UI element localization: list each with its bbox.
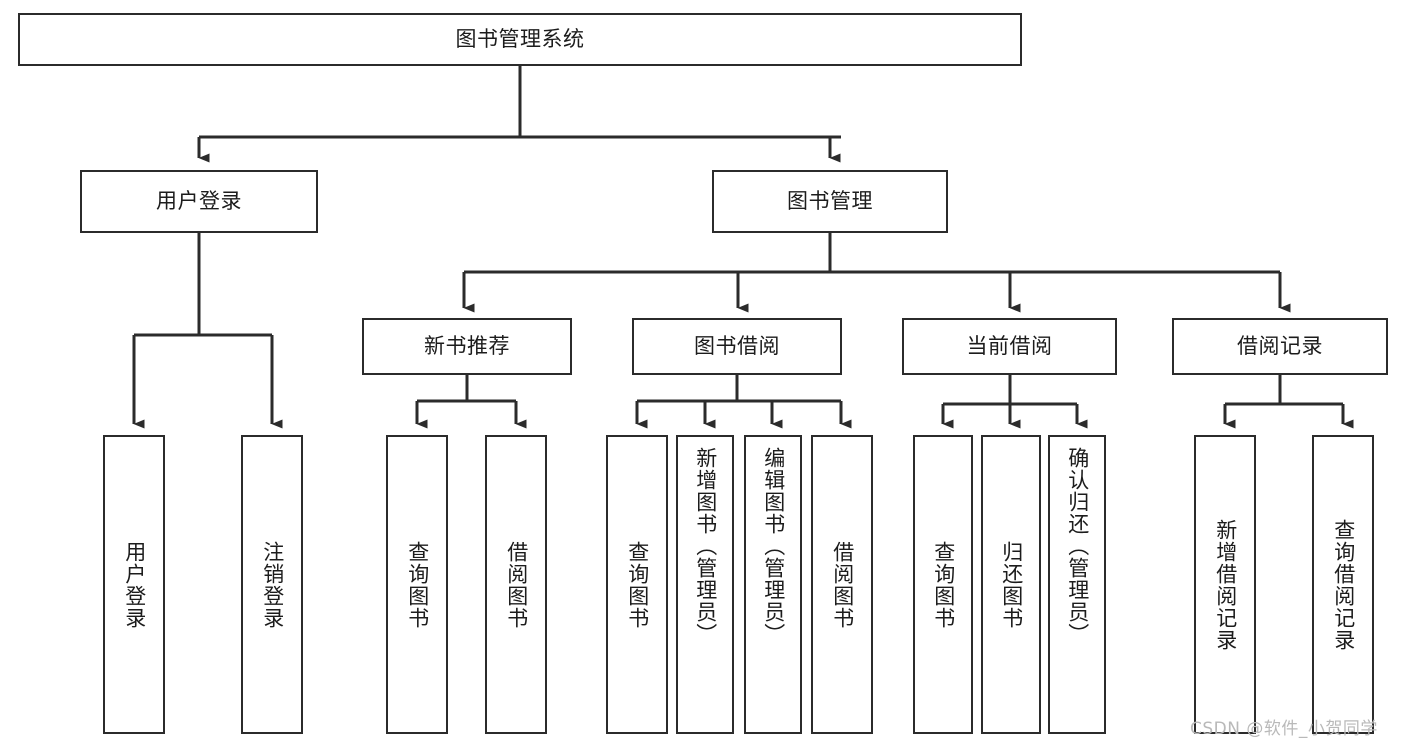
leaf-borrow-book-recommend[interactable]: 借阅图书	[485, 435, 547, 734]
leaf-return-book[interactable]: 归还图书	[981, 435, 1041, 734]
leaf-user-login[interactable]: 用户登录	[103, 435, 165, 734]
node-label: 图书借阅	[694, 333, 780, 358]
node-label: 新增借阅记录	[1213, 518, 1238, 651]
leaf-confirm-return-admin[interactable]: 确认归还（管理员）	[1048, 435, 1106, 734]
leaf-query-book-recommend[interactable]: 查询图书	[386, 435, 448, 734]
node-label: 图书管理	[787, 188, 873, 213]
node-user-login[interactable]: 用户登录	[80, 170, 318, 233]
leaf-user-logout[interactable]: 注销登录	[241, 435, 303, 734]
node-label: 图书管理系统	[455, 26, 585, 51]
leaf-query-book-current[interactable]: 查询图书	[913, 435, 973, 734]
node-label: 查询图书	[405, 540, 430, 629]
node-root-system[interactable]: 图书管理系统	[18, 13, 1022, 66]
node-label: 用户登录	[156, 188, 242, 213]
node-label: 借阅记录	[1237, 333, 1323, 358]
node-label: 查询借阅记录	[1331, 518, 1356, 651]
node-label: 新书推荐	[424, 333, 510, 358]
leaf-add-book-admin[interactable]: 新增图书（管理员）	[676, 435, 734, 734]
leaf-borrow-book[interactable]: 借阅图书	[811, 435, 873, 734]
node-book-management[interactable]: 图书管理	[712, 170, 948, 233]
node-borrow-record[interactable]: 借阅记录	[1172, 318, 1388, 375]
node-label: 当前借阅	[966, 333, 1053, 358]
node-label: 查询图书	[625, 540, 650, 629]
node-label: 新增图书（管理员）	[693, 447, 718, 645]
node-label: 注销登录	[260, 540, 285, 629]
node-label: 用户登录	[122, 540, 147, 629]
node-book-borrow[interactable]: 图书借阅	[632, 318, 842, 375]
node-current-borrow[interactable]: 当前借阅	[902, 318, 1117, 375]
leaf-query-book-borrow[interactable]: 查询图书	[606, 435, 668, 734]
node-label: 查询图书	[931, 540, 956, 629]
leaf-edit-book-admin[interactable]: 编辑图书（管理员）	[744, 435, 802, 734]
node-label: 借阅图书	[830, 540, 855, 629]
node-new-book-recommend[interactable]: 新书推荐	[362, 318, 572, 375]
node-label: 借阅图书	[504, 540, 529, 629]
node-label: 归还图书	[999, 540, 1024, 629]
node-label: 确认归还（管理员）	[1065, 447, 1090, 645]
leaf-query-borrow-record[interactable]: 查询借阅记录	[1312, 435, 1374, 734]
leaf-add-borrow-record[interactable]: 新增借阅记录	[1194, 435, 1256, 734]
node-label: 编辑图书（管理员）	[761, 447, 786, 645]
